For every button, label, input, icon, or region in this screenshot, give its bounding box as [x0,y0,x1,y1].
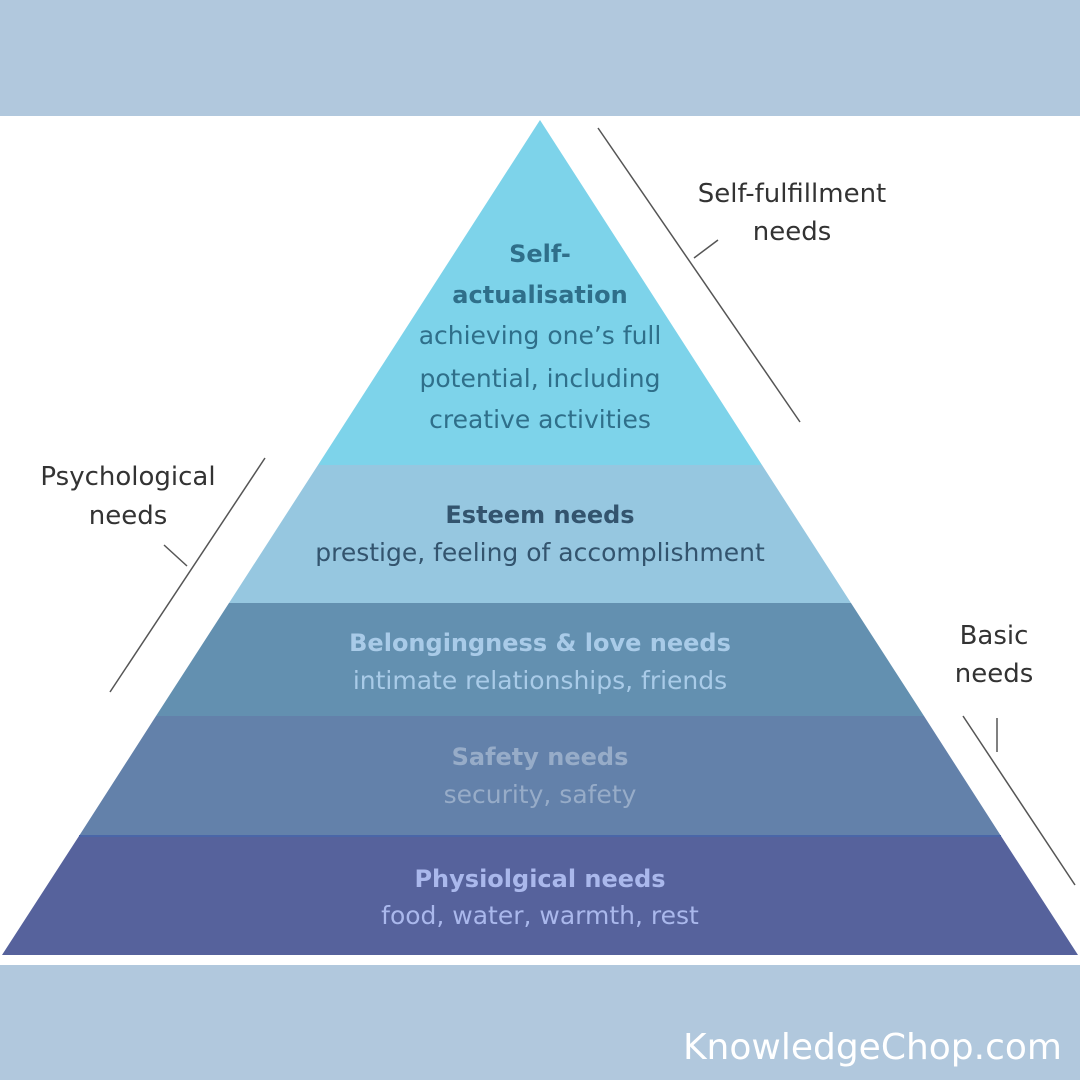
safety-title: Safety needs [452,743,629,771]
esteem-title: Esteem needs [445,501,634,529]
esteem-desc: prestige, feeling of accomplishment [315,538,765,567]
basic-label-2: needs [955,659,1034,689]
self-fulfillment-label-1: Self-fulfillment [698,179,887,209]
psychological-label-2: needs [89,501,168,531]
basic-label-1: Basic [960,621,1029,651]
brand-watermark: KnowledgeChop.com [682,1027,1062,1068]
self-fulfillment-tick [693,239,719,259]
belonging-desc: intimate relationships, friends [353,666,727,695]
bottom-band [0,965,1080,1080]
self-fulfillment-label-2: needs [753,217,832,247]
belonging-title: Belongingness & love needs [349,629,731,657]
psychological-tick [163,544,188,567]
self-actualisation-desc-3: creative activities [429,405,651,434]
level-self-actualisation [318,120,762,465]
level-safety [79,716,1001,836]
self-actualisation-desc-2: potential, including [420,364,661,393]
self-actualisation-title-2: actualisation [452,281,627,309]
physiological-title: Physiolgical needs [414,865,665,893]
self-actualisation-title: Self- [509,240,571,268]
psychological-bracket [109,457,266,693]
level-esteem [229,465,851,603]
top-band [0,0,1080,116]
self-fulfillment-bracket [597,127,801,423]
level-belonging [156,603,924,716]
self-actualisation-desc-1: achieving one’s full [419,321,662,350]
psychological-label-1: Psychological [40,462,215,492]
basic-bracket [962,715,1076,886]
level-physiological [2,836,1078,955]
physiological-desc: food, water, warmth, rest [381,901,699,930]
safety-desc: security, safety [444,780,637,809]
